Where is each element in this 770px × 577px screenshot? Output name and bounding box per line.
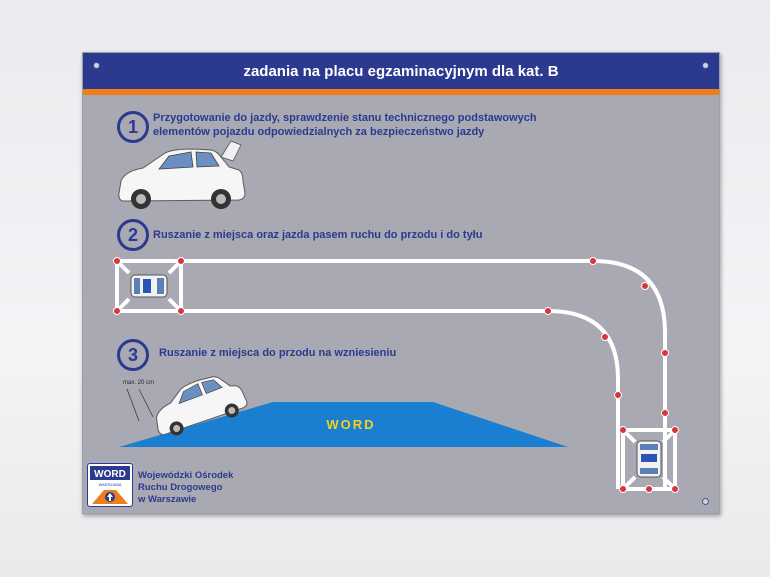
organization-name: Wojewódzki Ośrodek Ruchu Drogowego w War… — [138, 470, 233, 506]
height-indicator-line — [126, 388, 140, 422]
cone-marker — [671, 426, 679, 434]
cone-marker — [619, 426, 627, 434]
car-top-view-start-icon — [130, 274, 168, 298]
maneuver-track — [115, 259, 677, 491]
section-1-text: Przygotowanie do jazdy, sprawdzenie stan… — [153, 111, 537, 139]
org-line-2: Ruchu Drogowego — [138, 482, 223, 493]
board-title: zadania na placu egzaminacyjnym dla kat.… — [243, 62, 559, 80]
cone-marker — [113, 257, 121, 265]
height-indicator-line — [138, 388, 154, 418]
car-top-view-end-icon — [636, 440, 662, 478]
logo-subtext: WARSZAWA — [98, 482, 121, 487]
org-line-1: Wojewódzki Ośrodek — [138, 470, 234, 481]
max-height-label: max. 20 cm — [123, 380, 154, 386]
cone-marker — [177, 257, 185, 265]
cone-marker — [645, 485, 653, 493]
cone-marker — [544, 307, 552, 315]
cone-marker — [614, 391, 622, 399]
cone-markers — [113, 257, 679, 493]
section-2-text: Ruszanie z miejsca oraz jazda pasem ruch… — [153, 229, 483, 241]
section-3-text: Ruszanie z miejsca do przodu na wzniesie… — [159, 347, 397, 359]
cone-marker — [177, 307, 185, 315]
section-1-line-1: Przygotowanie do jazdy, sprawdzenie stan… — [153, 112, 537, 124]
car-on-slope-icon — [155, 376, 248, 436]
screw-icon — [702, 62, 709, 69]
org-line-3: w Warszawie — [138, 494, 197, 505]
section-3-number: 3 — [117, 339, 149, 371]
cone-marker — [589, 257, 597, 265]
hill-word-label: WORD — [326, 417, 375, 432]
hill-graphic: WORD — [119, 402, 568, 447]
exam-diagram: WORD max. 20 cm — [113, 140, 679, 493]
cone-marker — [113, 307, 121, 315]
cone-marker — [661, 349, 669, 357]
word-logo-icon: WORD WARSZAWA — [90, 466, 130, 504]
word-logo: WORD WARSZAWA — [87, 463, 133, 507]
cone-marker — [601, 333, 609, 341]
car-open-hood-icon — [118, 140, 246, 209]
board-header: zadania na placu egzaminacyjnym dla kat.… — [83, 53, 719, 95]
cone-marker — [641, 282, 649, 290]
section-1-number: 1 — [117, 111, 149, 143]
cone-marker — [661, 409, 669, 417]
exam-info-board: zadania na placu egzaminacyjnym dla kat.… — [82, 52, 720, 514]
section-2-number: 2 — [117, 219, 149, 251]
section-1-line-2: elementów pojazdu odpowiedzialnych za be… — [153, 126, 485, 138]
screw-icon — [93, 62, 100, 69]
cone-marker — [671, 485, 679, 493]
cone-marker — [619, 485, 627, 493]
logo-text: WORD — [94, 469, 126, 480]
screw-icon — [702, 498, 709, 505]
